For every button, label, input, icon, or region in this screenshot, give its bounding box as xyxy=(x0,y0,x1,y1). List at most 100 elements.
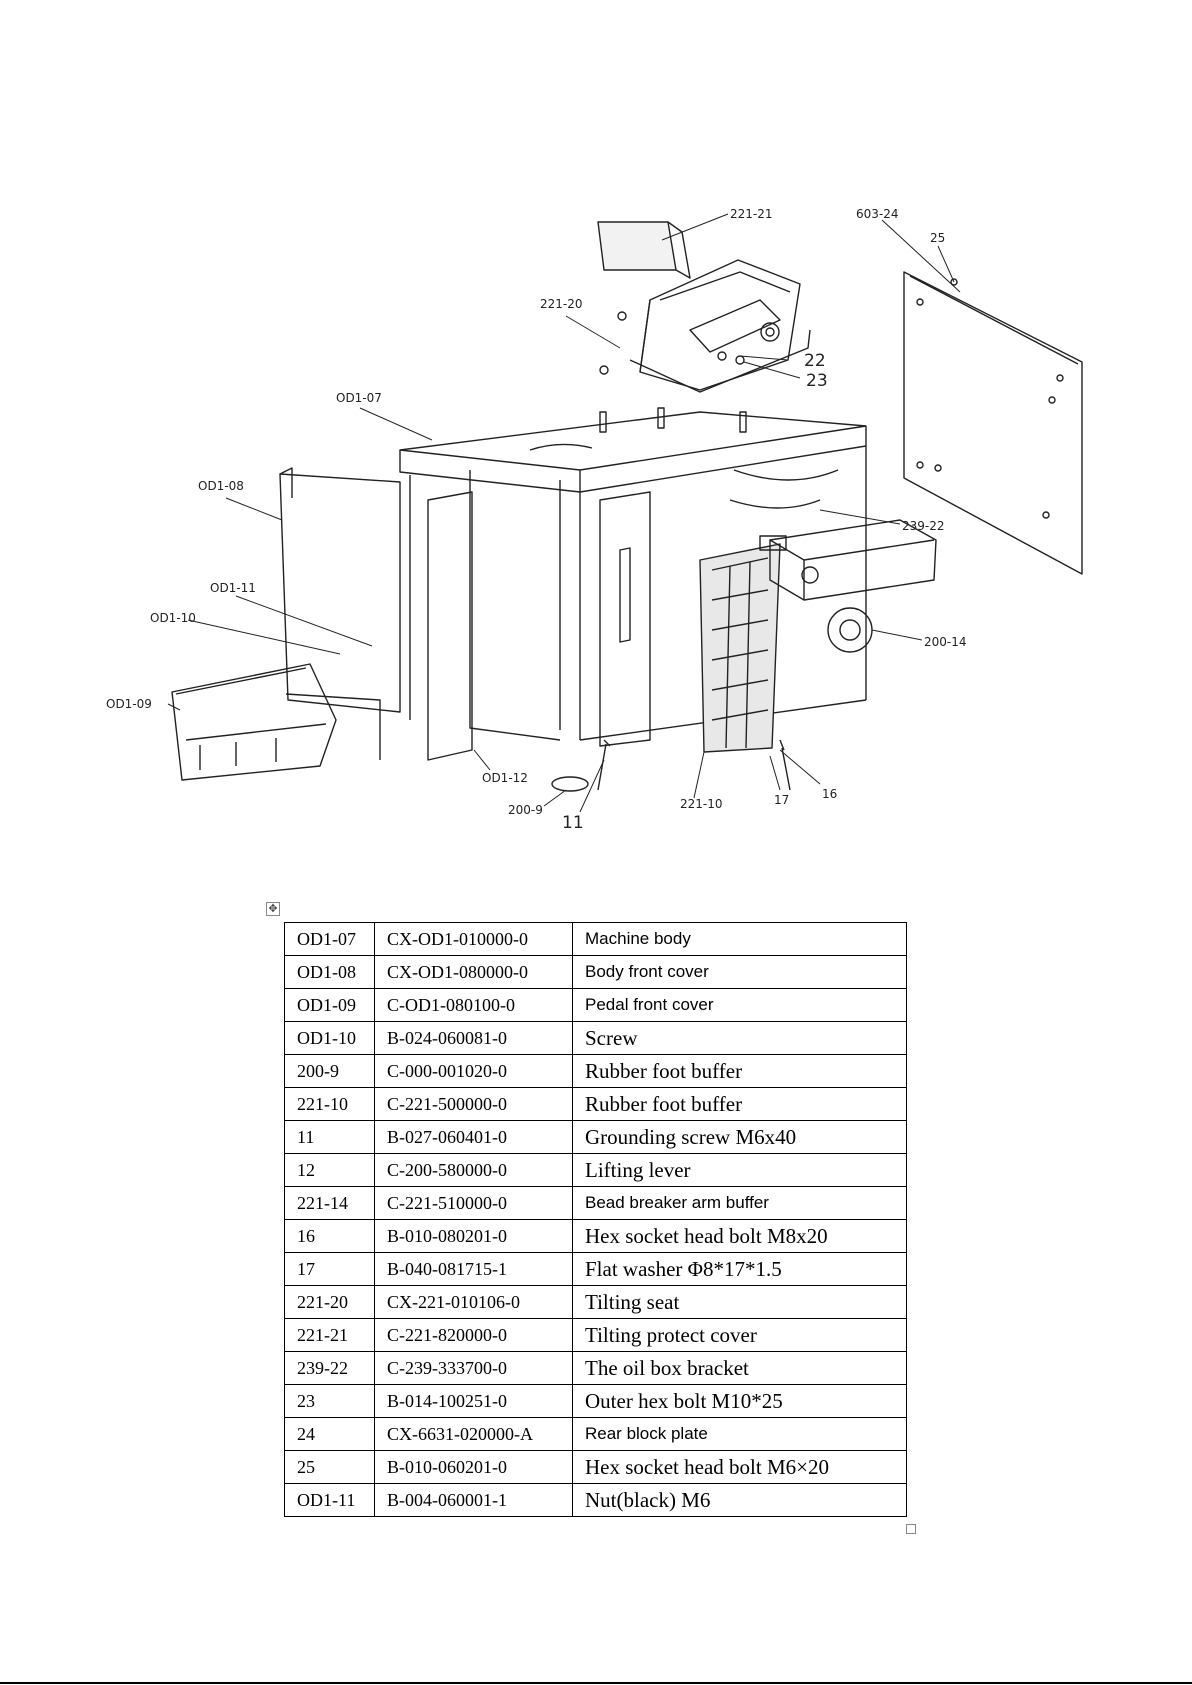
machine-body-part xyxy=(399,407,867,747)
part-code-cell: C-221-820000-0 xyxy=(374,1318,573,1352)
front-panel-part xyxy=(427,491,473,761)
part-position-cell: 221-10 xyxy=(284,1087,375,1121)
callout-label: 16 xyxy=(822,787,837,801)
tilting-protect-cover-part xyxy=(597,221,691,279)
callout-label: 221-21 xyxy=(730,207,773,221)
part-position-cell: OD1-10 xyxy=(284,1021,375,1055)
part-position-cell: 24 xyxy=(284,1417,375,1451)
part-description-cell: Pedal front cover xyxy=(572,988,907,1022)
part-description-cell: Machine body xyxy=(572,922,907,956)
part-description-cell: Hex socket head bolt M8x20 xyxy=(572,1219,907,1253)
table-move-handle-icon[interactable]: ✥ xyxy=(266,902,280,916)
part-description-cell: Rubber foot buffer xyxy=(572,1054,907,1088)
part-description-cell: Screw xyxy=(572,1021,907,1055)
callout-label: 200-14 xyxy=(924,635,967,649)
part-description-cell: Tilting seat xyxy=(572,1285,907,1319)
part-position-cell: 221-14 xyxy=(284,1186,375,1220)
callout-label: 239-22 xyxy=(902,519,945,533)
pedal-front-cover-part xyxy=(171,663,337,781)
part-position-cell: 239-22 xyxy=(284,1351,375,1385)
callout-label: OD1-12 xyxy=(482,771,528,785)
part-code-cell: B-040-081715-1 xyxy=(374,1252,573,1286)
part-code-cell: CX-221-010106-0 xyxy=(374,1285,573,1319)
part-position-cell: 221-21 xyxy=(284,1318,375,1352)
pedal-grid-part xyxy=(699,543,781,753)
part-position-cell: 23 xyxy=(284,1384,375,1418)
part-description-cell: Tilting protect cover xyxy=(572,1318,907,1352)
callout-label: OD1-10 xyxy=(150,611,196,625)
leader-lines xyxy=(167,213,961,813)
part-position-cell: 12 xyxy=(284,1153,375,1187)
part-position-cell: OD1-11 xyxy=(284,1483,375,1517)
callout-label: OD1-09 xyxy=(106,697,152,711)
part-code-cell: C-221-500000-0 xyxy=(374,1087,573,1121)
part-code-cell: CX-OD1-080000-0 xyxy=(374,955,573,989)
bead-breaker-arm-part xyxy=(759,519,937,601)
callout-label: 221-20 xyxy=(540,297,583,311)
part-position-cell: 16 xyxy=(284,1219,375,1253)
part-code-cell: B-014-100251-0 xyxy=(374,1384,573,1418)
callout-label: 221-10 xyxy=(680,797,723,811)
part-description-cell: Body front cover xyxy=(572,955,907,989)
exploded-parts-diagram: 221-21 603-24 25 221-20 22 23 OD1-07 OD1… xyxy=(106,207,1083,833)
part-code-cell: B-027-060401-0 xyxy=(374,1120,573,1154)
part-position-cell: 25 xyxy=(284,1450,375,1484)
table-resize-handle[interactable] xyxy=(906,1524,916,1534)
part-description-cell: Flat washer Φ8*17*1.5 xyxy=(572,1252,907,1286)
part-code-cell: B-004-060001-1 xyxy=(374,1483,573,1517)
rubber-foot-part xyxy=(551,739,791,792)
part-code-cell: CX-OD1-010000-0 xyxy=(374,922,573,956)
part-position-cell: OD1-08 xyxy=(284,955,375,989)
part-position-cell: 11 xyxy=(284,1120,375,1154)
part-code-cell: C-200-580000-0 xyxy=(374,1153,573,1187)
callout-label: 11 xyxy=(562,813,584,833)
part-code-cell: C-000-001020-0 xyxy=(374,1054,573,1088)
callout-labels: 221-21 603-24 25 221-20 22 23 OD1-07 OD1… xyxy=(106,207,967,833)
part-description-cell: Hex socket head bolt M6×20 xyxy=(572,1450,907,1484)
part-description-cell: Rear block plate xyxy=(572,1417,907,1451)
callout-label: 25 xyxy=(930,231,945,245)
callout-label: 17 xyxy=(774,793,789,807)
part-code-cell: B-010-080201-0 xyxy=(374,1219,573,1253)
part-code-cell: C-221-510000-0 xyxy=(374,1186,573,1220)
callout-label: 22 xyxy=(804,351,826,371)
part-position-cell: OD1-09 xyxy=(284,988,375,1022)
part-description-cell: The oil box bracket xyxy=(572,1351,907,1385)
part-code-cell: C-239-333700-0 xyxy=(374,1351,573,1385)
part-position-cell: OD1-07 xyxy=(284,922,375,956)
part-code-cell: B-024-060081-0 xyxy=(374,1021,573,1055)
part-position-cell: 17 xyxy=(284,1252,375,1286)
body-front-cover-part xyxy=(279,467,401,760)
part-description-cell: Nut(black) M6 xyxy=(572,1483,907,1517)
callout-label: OD1-11 xyxy=(210,581,256,595)
page-bottom-rule xyxy=(0,1682,1192,1684)
callout-label: 200-9 xyxy=(508,803,543,817)
part-description-cell: Outer hex bolt M10*25 xyxy=(572,1384,907,1418)
part-position-cell: 200-9 xyxy=(284,1054,375,1088)
part-description-cell: Grounding screw M6x40 xyxy=(572,1120,907,1154)
part-description-cell: Bead breaker arm buffer xyxy=(572,1186,907,1220)
part-code-cell: C-OD1-080100-0 xyxy=(374,988,573,1022)
part-description-cell: Lifting lever xyxy=(572,1153,907,1187)
callout-label: 603-24 xyxy=(856,207,899,221)
callout-label: OD1-07 xyxy=(336,391,382,405)
